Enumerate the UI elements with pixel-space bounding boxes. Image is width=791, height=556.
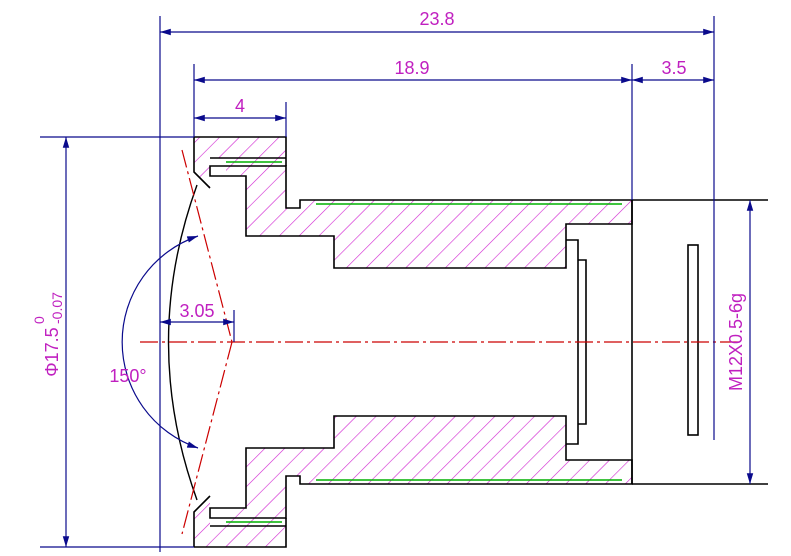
lens-sag-label: 3.05 [179,301,214,321]
outer-diameter-upper-tolerance: 0 [31,316,47,324]
lens-front-surface [167,184,198,501]
field-of-view-label: 150° [109,366,146,386]
outer-diameter-dimension: Φ17.5 0 -0.07 [31,292,65,377]
thread-spec-label: M12X0.5-6g [726,293,746,391]
outer-diameter-lower-tolerance: -0.07 [49,292,65,324]
body-length-label: 18.9 [394,58,429,78]
overall-length-label: 23.8 [419,9,454,29]
thread-spec-dimension: M12X0.5-6g [726,293,746,391]
thread-offset-label: 3.5 [661,58,686,78]
flange-width-label: 4 [235,96,245,116]
thread-lines [226,161,622,523]
dimension-lines [40,16,754,552]
centerline [140,149,740,535]
outer-diameter-label: Φ17.5 [42,327,62,376]
